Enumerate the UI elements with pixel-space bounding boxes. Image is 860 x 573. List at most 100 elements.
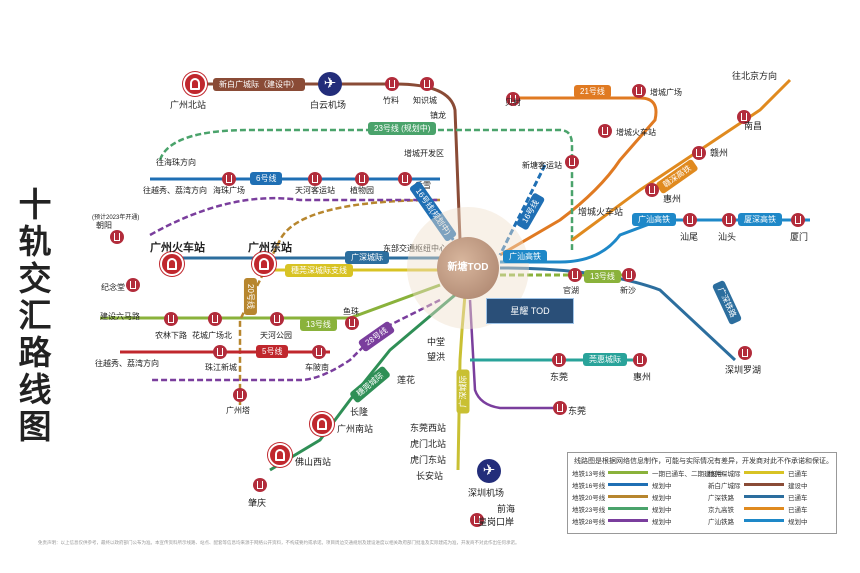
station-icon — [506, 92, 520, 106]
vertical-title: 十轨交汇路线图 — [18, 185, 52, 446]
station-icon — [398, 172, 412, 186]
station-zhaoqing: 肇庆 — [248, 498, 267, 508]
line-label-5: 5号线 — [256, 345, 289, 358]
station-icon — [126, 278, 140, 292]
legend-line-status: 建设中 — [788, 483, 808, 490]
station-icon — [791, 213, 805, 227]
station-icon — [355, 172, 369, 186]
station-guangzhou-north: 广州北站 — [170, 100, 207, 110]
station-qianhai: 前海 — [497, 504, 516, 514]
station-icon — [737, 110, 751, 124]
station-wang-gaoyue: 往越秀、荔湾方向 — [143, 186, 207, 195]
station-zhujiang-new: 珠江新城 — [205, 363, 237, 372]
legend-swatch — [744, 519, 784, 522]
station-lianhua: 莲花 — [397, 375, 416, 385]
station-nanchang: 南昌 — [744, 121, 763, 131]
station-shenzhen-luohu: 深圳罗湖 — [725, 365, 762, 375]
station-shenzhen-airport: 深圳机场 — [468, 488, 505, 498]
line-label-guanhui-intercity: 莞惠城际 — [583, 353, 627, 366]
line-28-b — [150, 298, 441, 382]
station-jianshe6: 建设六马路 — [100, 312, 140, 321]
line-23 — [158, 128, 574, 250]
station-changlong: 长隆 — [350, 407, 369, 417]
airplane-icon: ✈ — [477, 459, 501, 483]
legend-swatch — [744, 471, 784, 474]
station-zhishicheng: 知识城 — [413, 96, 437, 105]
station-chebei-south: 车陂南 — [305, 363, 329, 372]
railway-station-icon — [268, 443, 292, 467]
station-icon — [622, 268, 636, 282]
hub-xintang-tod: 新塘TOD — [437, 237, 499, 299]
station-zhiwuyuan: 植物园 — [350, 186, 374, 195]
station-wang-haizhu: 往海珠方向 — [156, 158, 196, 167]
station-zhuchun: 竹料 — [383, 96, 399, 105]
station-zengcheng-square: 增城广场 — [650, 88, 682, 97]
line-21 — [499, 96, 658, 257]
legend-line-name: 广深铁路 — [708, 495, 734, 502]
station-icon — [565, 155, 579, 169]
legend-box: 线路图是根据网络信息制作，可能与实际情况有差异，开发商对此不作承诺和保证。 地铁… — [567, 452, 837, 534]
station-icon — [683, 213, 697, 227]
station-huizhou1: 惠州 — [663, 194, 682, 204]
line-28-c — [468, 299, 560, 410]
station-icon — [222, 172, 236, 186]
station-icon — [552, 353, 566, 367]
legend-line-name: 广汕铁路 — [708, 519, 734, 526]
line-28-a — [149, 196, 440, 237]
station-huacheng-north: 花城广场北 — [192, 331, 232, 340]
railway-station-icon — [252, 252, 276, 276]
line-20 — [238, 198, 441, 405]
station-xiamen: 厦门 — [790, 232, 809, 242]
station-icon — [308, 172, 322, 186]
line-label-23: 23号线 (规划中) — [368, 122, 437, 135]
station-icon — [470, 513, 484, 527]
station-tianhe-keyunzhan: 天河客运站 — [295, 186, 335, 195]
line-label-huizhou-intercity: 穗莞深城际支线 — [285, 264, 353, 277]
legend-header: 线路图是根据网络信息制作，可能与实际情况有差异，开发商对此不作承诺和保证。 — [574, 458, 833, 465]
station-icon — [385, 77, 399, 91]
station-zhenlong: 镇龙 — [430, 111, 446, 120]
station-guangzhou-railway: 广州火车站 — [150, 242, 205, 254]
legend-line-name: 地铁13号线 — [572, 471, 606, 478]
railway-station-icon — [310, 412, 334, 436]
station-huizhou2: 惠州 — [633, 372, 652, 382]
legend-line-status: 规划中 — [652, 495, 672, 502]
line-23-note: (规划中) — [401, 124, 431, 133]
station-foshan-west: 佛山西站 — [295, 457, 332, 467]
station-guangzhou-tower: 广州塔 — [226, 406, 250, 415]
legend-swatch — [608, 471, 648, 474]
legend-line-name: 京九高铁 — [708, 507, 734, 514]
line-label-21: 21号线 — [574, 85, 611, 98]
station-jinianche: 纪念堂 — [101, 283, 125, 292]
station-guanhu: 官湖 — [563, 286, 579, 295]
legend-swatch — [608, 507, 648, 510]
station-zhongtang: 中堂 — [427, 337, 446, 347]
legend-line-name: 地铁16号线 — [572, 483, 606, 490]
legend-line-name: 地铁23号线 — [572, 507, 606, 514]
station-chaoyang: 朝阳 — [96, 221, 112, 230]
station-haizhu-square: 海珠广场 — [213, 186, 245, 195]
legend-swatch — [744, 483, 784, 486]
line-guanhuan — [269, 293, 456, 472]
station-ganzhou: 赣州 — [710, 148, 729, 158]
station-icon — [164, 312, 178, 326]
line-label-13-east: 13号线 — [584, 270, 621, 283]
legend-line-name: 地铁28号线 — [572, 519, 606, 526]
legend-swatch — [608, 519, 648, 522]
station-humen-north: 虎门北站 — [410, 439, 447, 449]
line-23-label: 23号线 — [374, 124, 399, 133]
station-icon — [312, 345, 326, 359]
station-wanghong: 望洪 — [427, 352, 446, 362]
legend-swatch — [608, 483, 648, 486]
line-label-xiashen: 厦深高铁 — [738, 213, 782, 226]
station-icon — [645, 183, 659, 197]
station-icon — [253, 478, 267, 492]
legend-line-status: 规划中 — [652, 483, 672, 490]
legend-line-name: 穗莞深城际 — [708, 471, 741, 478]
line-13-west — [100, 283, 441, 320]
legend-line-name: 地铁20号线 — [572, 495, 606, 502]
line-label-xinbaiyun: 新白广城际（建设中） — [213, 78, 305, 91]
station-humen-east: 虎门东站 — [410, 455, 447, 465]
line-label-guangshen: 广深城际 — [345, 251, 389, 264]
line-suiwan-intercity — [456, 294, 467, 471]
